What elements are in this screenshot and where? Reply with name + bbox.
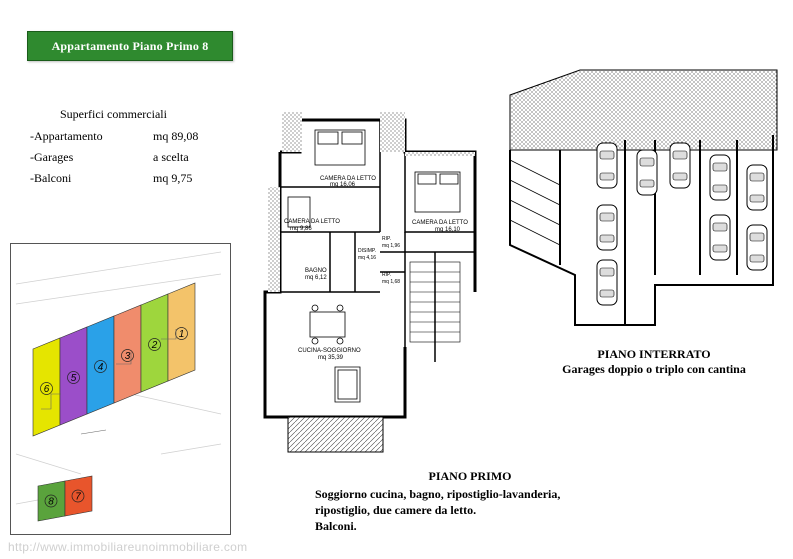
unit-number: 6 xyxy=(44,384,50,395)
car-icon xyxy=(596,142,618,189)
unit-marker-circle xyxy=(67,371,80,384)
surface-row: -Balconi mq 9,75 xyxy=(30,171,240,187)
unit-marker-circle xyxy=(175,327,188,340)
unit-number: 3 xyxy=(125,351,131,362)
unit-marker-circle xyxy=(148,338,161,351)
room-area: mq 16,06 xyxy=(330,182,356,188)
upper-unit-labels: 6 5 4 3 2 1 xyxy=(40,327,188,395)
car-group xyxy=(596,142,768,306)
floor-caption-line: ripostiglio, due camere da letto. xyxy=(315,503,477,517)
plan-interior-walls xyxy=(280,120,475,362)
site-unit-7 xyxy=(64,475,93,517)
balcony-hatch xyxy=(405,152,475,156)
stairwell xyxy=(409,261,461,343)
room-area: mq 35,39 xyxy=(318,355,344,361)
room-area: mq 4,16 xyxy=(358,255,376,261)
surface-label: -Balconi xyxy=(30,171,72,185)
surface-row: -Garages a scelta xyxy=(30,150,240,166)
parking-bays xyxy=(509,159,561,246)
first-floor-plan: CAMERA DA LETTO mq 16,06 CAMERA DA LETTO… xyxy=(263,112,477,453)
surface-value: a scelta xyxy=(153,150,189,164)
basement-caption: PIANO INTERRATO Garages doppio o triplo … xyxy=(548,347,760,377)
kitchen-furniture xyxy=(309,304,361,403)
room-label: CUCINA-SOGGIORNO xyxy=(298,348,361,354)
lower-units-group xyxy=(37,475,93,522)
room-label: BAGNO xyxy=(305,268,327,274)
balcony-hatch xyxy=(380,112,405,152)
car-icon xyxy=(746,224,768,271)
unit-marker-circle xyxy=(71,489,85,503)
site-detail-strokes xyxy=(41,329,177,435)
basement-plan xyxy=(509,69,778,326)
unit-marker-circle xyxy=(44,494,58,508)
unit-marker-circle xyxy=(40,382,53,395)
bed-furniture xyxy=(287,129,461,228)
surface-label: -Garages xyxy=(30,150,74,164)
basement-subtitle: Garages doppio o triplo con cantina xyxy=(562,362,746,376)
balcony-hatch xyxy=(282,112,302,152)
floor-caption-line: Soggiorno cucina, bagno, ripostiglio-lav… xyxy=(315,487,561,501)
surface-label: -Appartamento xyxy=(30,129,103,143)
unit-marker-circle xyxy=(121,349,134,362)
page-title-badge: Appartamento Piano Primo 8 xyxy=(27,31,233,61)
car-icon xyxy=(596,259,618,306)
front-balcony xyxy=(287,416,384,453)
room-area: mq 9,86 xyxy=(290,226,312,232)
floor-caption-title: PIANO PRIMO xyxy=(428,469,512,483)
floor-caption-line: Balconi. xyxy=(315,519,357,533)
car-icon xyxy=(709,154,731,201)
room-label: CAMERA DA LETTO xyxy=(320,176,376,182)
surfaces-heading: Superfici commerciali xyxy=(60,107,167,121)
site-unit-1 xyxy=(167,282,196,382)
unit-number: 8 xyxy=(48,497,54,508)
surface-row: -Appartamento mq 89,08 xyxy=(30,129,240,145)
footer-url: http://www.immobiliareunoimmobiliare.com xyxy=(8,540,248,554)
plan-walls xyxy=(263,118,477,419)
car-icon xyxy=(669,142,691,189)
room-area: mq 16,10 xyxy=(435,227,461,233)
car-icon xyxy=(746,164,768,211)
basement-title: PIANO INTERRATO xyxy=(597,347,711,361)
room-label: DISIMP. xyxy=(358,248,376,254)
room-area: mq 1,68 xyxy=(382,279,400,285)
balcony-hatch xyxy=(268,187,280,292)
page-title: Appartamento Piano Primo 8 xyxy=(51,38,209,53)
unit-number: 2 xyxy=(151,340,158,351)
unit-marker-circle xyxy=(94,360,107,373)
room-label: CAMERA DA LETTO xyxy=(284,219,340,225)
unit-number: 7 xyxy=(75,492,81,503)
surface-value: mq 89,08 xyxy=(153,129,199,143)
car-icon xyxy=(636,149,658,196)
basement-roof-hatch xyxy=(509,69,778,151)
unit-number: 1 xyxy=(179,329,185,340)
room-label: CAMERA DA LETTO xyxy=(412,220,468,226)
room-label: RIP. xyxy=(382,272,391,278)
unit-number: 5 xyxy=(71,373,77,384)
car-icon xyxy=(709,214,731,261)
surface-value: mq 9,75 xyxy=(153,171,193,185)
room-area: mq 1,96 xyxy=(382,243,400,249)
room-label: RIP. xyxy=(382,236,391,242)
car-icon xyxy=(596,204,618,251)
upper-units-group xyxy=(32,282,196,437)
floor-caption-body: Soggiorno cucina, bagno, ripostiglio-lav… xyxy=(315,486,605,534)
unit-number: 4 xyxy=(98,362,104,373)
room-area: mq 6,12 xyxy=(305,275,327,281)
